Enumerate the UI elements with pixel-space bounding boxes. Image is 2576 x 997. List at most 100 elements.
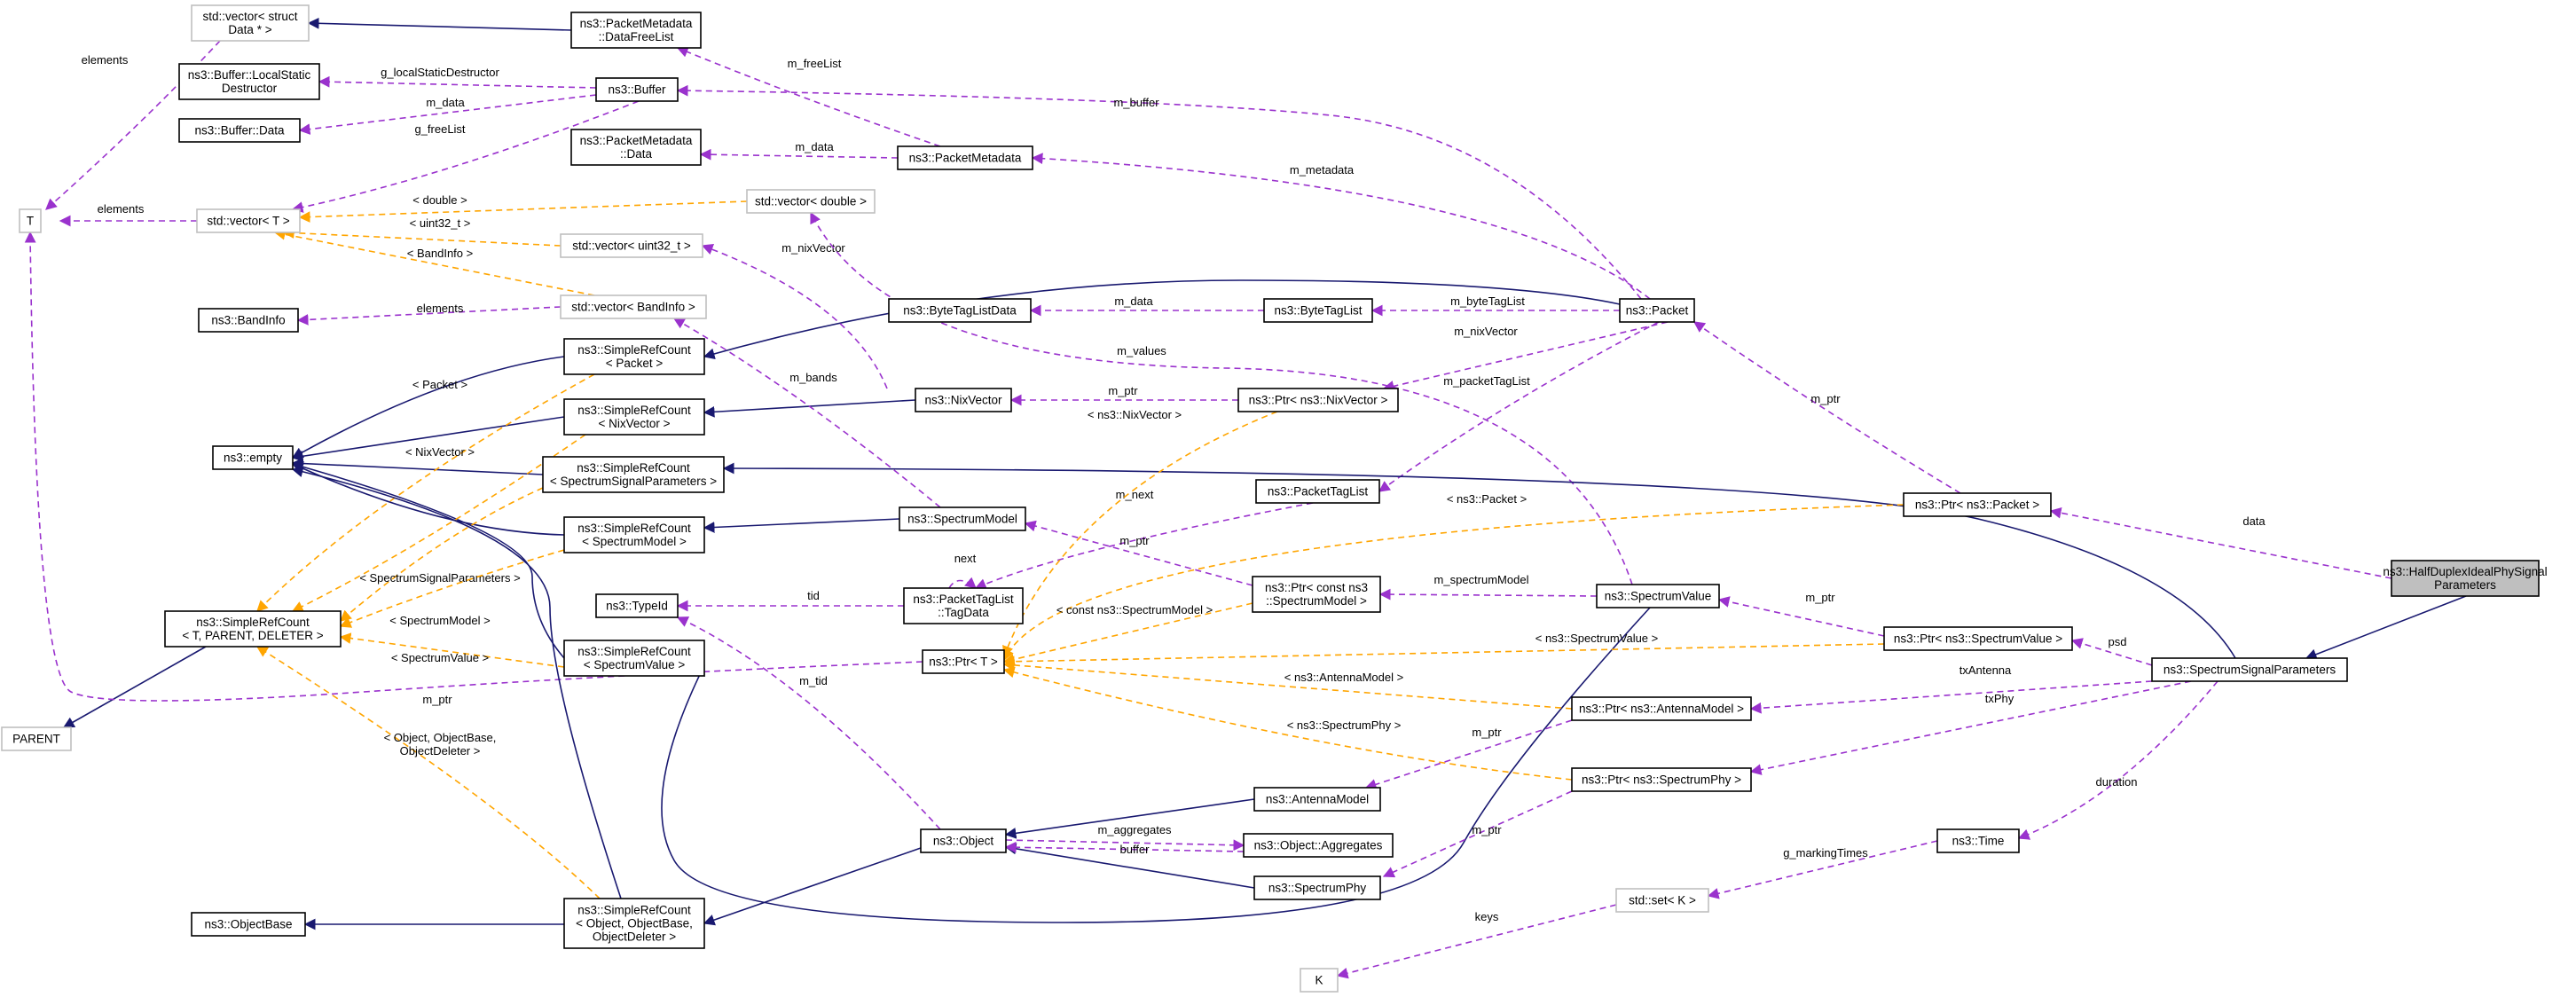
class-node-buffer[interactable]: ns3::Buffer <box>595 77 679 102</box>
class-node-pmdData[interactable]: ns3::PacketMetadata::Data <box>570 129 702 166</box>
edge-ptl-to-ptlTag: m_next <box>974 488 1314 590</box>
class-node-ssp[interactable]: ns3::SpectrumSignalParameters <box>2151 657 2348 682</box>
class-node-srcObj[interactable]: ns3::SimpleRefCount< Object, ObjectBase,… <box>563 898 705 949</box>
edge-line <box>2070 638 2153 666</box>
edge-ptrSP-to-ptrT: < ns3::SpectrumPhy > <box>1002 666 1573 781</box>
edge-ssp-to-time: duration <box>2017 680 2219 840</box>
class-node-srcSSP[interactable]: ns3::SimpleRefCount< SpectrumSignalParam… <box>542 456 725 493</box>
node-label: ns3::PacketMetadata <box>580 17 693 30</box>
edge-label: elements <box>98 202 145 216</box>
edge-buffer-to-bufLSD: g_localStaticDestructor <box>318 66 597 89</box>
node-box <box>1255 479 1380 504</box>
class-node-btld[interactable]: ns3::ByteTagListData <box>888 298 1032 323</box>
node-box <box>542 456 725 493</box>
class-node-ptrNix[interactable]: ns3::Ptr< ns3::NixVector > <box>1237 388 1399 412</box>
class-node-nix[interactable]: ns3::NixVector <box>915 388 1012 412</box>
edge-ptrSM-to-ptrT: < const ns3::SpectrumModel > <box>1002 602 1253 665</box>
class-node-srcSV[interactable]: ns3::SimpleRefCount< SpectrumValue > <box>563 640 705 677</box>
class-node-srcNix[interactable]: ns3::SimpleRefCount< NixVector > <box>563 398 705 436</box>
edge-label: elements <box>417 302 464 315</box>
edge-line <box>701 244 888 389</box>
edge-ptrPacket-to-ptrT: < ns3::Packet > <box>1003 492 1905 662</box>
node-label: ns3::SimpleRefCount <box>577 522 691 535</box>
class-node-ptrAM[interactable]: ns3::Ptr< ns3::AntennaModel > <box>1571 696 1752 721</box>
node-label: ns3::Ptr< T > <box>929 656 998 669</box>
node-label: ObjectDeleter > <box>593 930 676 944</box>
node-label: ns3::Ptr< ns3::NixVector > <box>1249 394 1388 407</box>
node-label: Parameters <box>2434 578 2496 592</box>
node-box <box>1596 584 1720 608</box>
edge-buffer-to-vecT: g_freeList <box>291 100 640 213</box>
class-node-sm[interactable]: ns3::SpectrumModel <box>899 506 1026 531</box>
edge-label: m_buffer <box>1113 96 1159 109</box>
node-label: ns3::NixVector <box>924 394 1002 407</box>
edge-line <box>676 46 941 147</box>
node-label: < Packet > <box>606 357 664 370</box>
class-node-ptrSM[interactable]: ns3::Ptr< const ns3::SpectrumModel > <box>1252 576 1381 613</box>
node-box <box>212 445 294 470</box>
class-node-sv[interactable]: ns3::SpectrumValue <box>1596 584 1720 608</box>
class-node-pmd[interactable]: ns3::PacketMetadata <box>897 145 1033 170</box>
node-box <box>563 640 705 677</box>
edge-line <box>340 487 544 622</box>
edge-vecUint-to-vecT: < uint32_t > <box>282 216 562 247</box>
edge-line <box>703 847 922 926</box>
class-node-am[interactable]: ns3::AntennaModel <box>1253 787 1381 812</box>
node-box <box>595 77 679 102</box>
node-label: Data * > <box>228 23 271 36</box>
class-node-ptl[interactable]: ns3::PacketTagList <box>1255 479 1380 504</box>
class-node-object[interactable]: ns3::Object <box>920 828 1007 853</box>
class-node-btl[interactable]: ns3::ByteTagList <box>1263 298 1373 323</box>
class-node-ptlTag[interactable]: ns3::PacketTagList::TagData <box>903 587 1024 624</box>
edge-line <box>62 646 207 728</box>
edge-time-to-setK: g_markingTimes <box>1707 840 1938 899</box>
node-box <box>1252 576 1381 613</box>
class-node-packet[interactable]: ns3::Packet <box>1619 298 1695 323</box>
node-label: std::vector< double > <box>755 195 867 208</box>
class-node-typeId[interactable]: ns3::TypeId <box>595 593 679 618</box>
edge-line <box>296 306 562 326</box>
class-node-setK: std::set< K > <box>1615 888 1709 913</box>
class-node-objBase[interactable]: ns3::ObjectBase <box>191 912 306 937</box>
node-label: std::set< K > <box>1629 894 1696 907</box>
node-box <box>915 388 1012 412</box>
class-node-ptrSP[interactable]: ns3::Ptr< ns3::SpectrumPhy > <box>1571 767 1752 792</box>
class-node-empty[interactable]: ns3::empty <box>212 445 294 470</box>
class-node-bandInfo[interactable]: ns3::BandInfo <box>198 308 299 333</box>
class-node-bufData[interactable]: ns3::Buffer::Data <box>178 118 301 143</box>
edge-ptrAM-to-am: m_ptr <box>1364 719 1573 790</box>
class-node-sp[interactable]: ns3::SpectrumPhy <box>1253 875 1381 900</box>
edge-line <box>298 94 597 135</box>
edge-srcSSP-to-srcTPD: < SpectrumSignalParameters > <box>340 487 544 622</box>
class-node-ptrPacket[interactable]: ns3::Ptr< ns3::Packet > <box>1903 492 2052 517</box>
edge-sm-to-srcSM <box>703 518 900 533</box>
class-node-srcSM[interactable]: ns3::SimpleRefCount< SpectrumModel > <box>563 516 705 553</box>
edge-label: m_ptr <box>1472 823 1502 836</box>
node-label: ns3::Buffer::Data <box>194 124 285 137</box>
class-node-ptrSV[interactable]: ns3::Ptr< ns3::SpectrumValue > <box>1883 626 2073 651</box>
node-label: < SpectrumModel > <box>582 535 687 548</box>
class-node-objAgg[interactable]: ns3::Object::Aggregates <box>1243 833 1394 858</box>
edge-label: m_ptr <box>1805 591 1835 604</box>
node-label: std::vector< uint32_t > <box>572 239 691 253</box>
edge-label: txPhy <box>1985 692 2014 705</box>
edge-srcNix-to-empty <box>291 416 565 462</box>
node-label: ::Data <box>620 147 653 161</box>
class-node-vecBand: std::vector< BandInfo > <box>560 294 707 319</box>
edge-line <box>1031 153 1651 300</box>
edge-ptrAM-to-ptrT: < ns3::AntennaModel > <box>1002 659 1573 710</box>
node-box <box>1253 875 1381 900</box>
class-node-K: K <box>1300 968 1339 993</box>
edge-label: buffer <box>1119 843 1150 856</box>
edge-packet-to-buffer: m_buffer <box>676 84 1642 300</box>
class-node-ptrT[interactable]: ns3::Ptr< T > <box>922 649 1005 674</box>
edge-label: m_spectrumModel <box>1434 573 1529 586</box>
class-node-srcPacket[interactable]: ns3::SimpleRefCount< Packet > <box>563 338 705 375</box>
edge-sv-to-vecDouble: m_values <box>810 211 1633 585</box>
class-node-pmdFree[interactable]: ns3::PacketMetadata::DataFreeList <box>570 12 702 49</box>
class-node-time[interactable]: ns3::Time <box>1936 828 2020 853</box>
class-node-srcTPD[interactable]: ns3::SimpleRefCount< T, PARENT, DELETER … <box>164 610 342 648</box>
edge-sm-to-vecBand: m_bands <box>672 318 941 508</box>
edge-object-to-objAgg: m_aggregates <box>1005 823 1245 852</box>
